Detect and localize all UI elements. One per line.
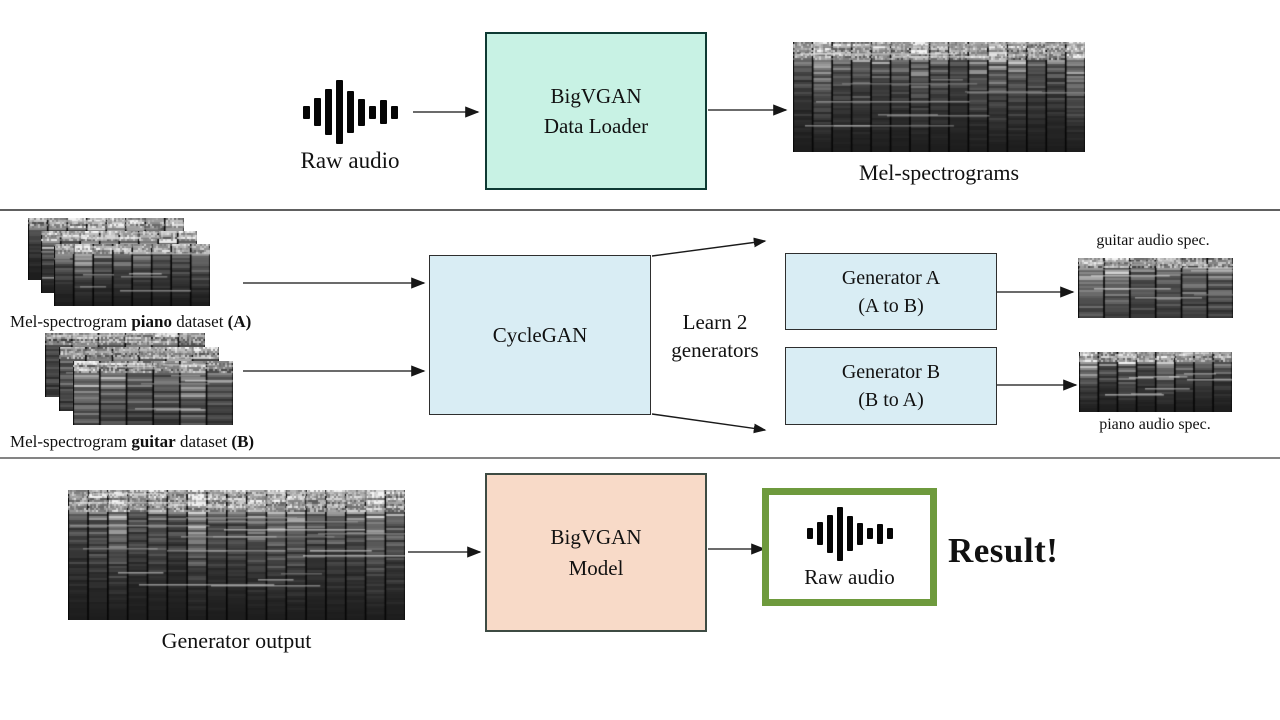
result-label: Result! xyxy=(948,531,1059,570)
piano-audio-spec-label: piano audio spec. xyxy=(1099,416,1211,433)
audio-waveform-icon-top xyxy=(303,80,398,144)
generator-b-box: Generator B (B to A) xyxy=(785,347,997,425)
mel-spectrograms-label: Mel-spectrograms xyxy=(858,160,1020,185)
generator-a-line1: Generator A xyxy=(841,266,941,289)
audio-waveform-icon-result xyxy=(806,506,893,561)
guitar-audio-spec-label: guitar audio spec. xyxy=(1096,232,1210,249)
piano-dataset-layer-front xyxy=(54,244,210,306)
mel-spectrogram-image-top xyxy=(793,42,1085,152)
generator-b-line2: (B to A) xyxy=(858,389,924,411)
generator-a-box: Generator A (A to B) xyxy=(785,253,997,330)
piano-audio-spec-image xyxy=(1079,352,1232,412)
loader-label-line2: Data Loader xyxy=(543,114,649,138)
raw-audio-label-result: Raw audio xyxy=(804,564,895,589)
model-label-line1: BigVGAN xyxy=(550,525,642,550)
arrow-cyclegan-to-gen-b xyxy=(651,413,767,434)
model-label-line2: Model xyxy=(568,555,624,580)
generator-b-line1: Generator B xyxy=(841,361,941,383)
dataset-a-label: Mel-spectrogram piano dataset (A) xyxy=(10,312,252,331)
arrow-cyclegan-to-gen-a xyxy=(651,237,767,257)
guitar-dataset-layer-front xyxy=(73,361,233,425)
generator-output-image xyxy=(68,490,405,620)
cyclegan-label: CycleGAN xyxy=(492,322,588,347)
guitar-audio-spec-image xyxy=(1078,258,1233,318)
cyclegan-box: CycleGAN xyxy=(429,255,651,415)
dataset-b-label: Mel-spectrogram guitar dataset (B) xyxy=(10,432,255,451)
learn-2-generators-label: Learn 2 generators xyxy=(671,310,759,363)
result-raw-audio-box: Raw audio xyxy=(762,488,937,606)
generator-output-label: Generator output xyxy=(161,628,312,653)
bigvgan-data-loader-box: BigVGAN Data Loader xyxy=(485,32,707,190)
raw-audio-label-top: Raw audio xyxy=(300,148,400,173)
loader-label-line1: BigVGAN xyxy=(550,83,642,108)
bigvgan-model-box: BigVGAN Model xyxy=(485,473,707,632)
generator-a-line2: (A to B) xyxy=(858,294,924,317)
